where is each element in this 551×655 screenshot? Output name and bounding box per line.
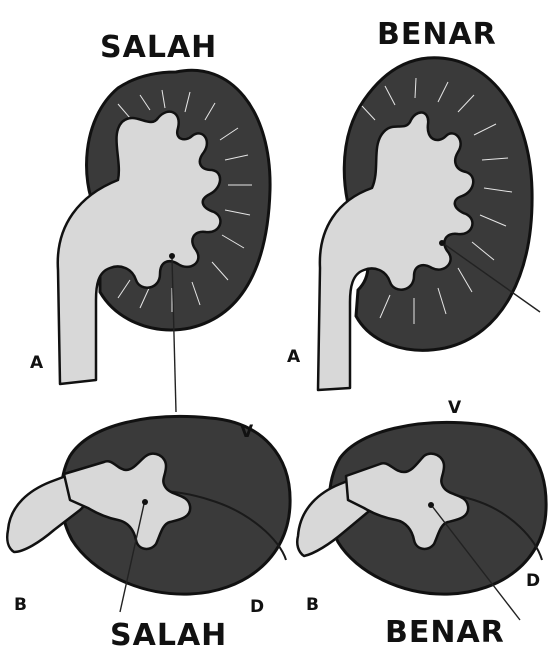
heading-top-left: SALAH [100,30,217,65]
kidney-top-left: SALAH A [30,30,270,412]
pointer-tip-bottom-left [142,499,148,505]
kidney-bottom-left: V B D SALAH [7,417,290,653]
label-v-bottom-left: V [240,422,254,442]
kidney-bottom-right: V B D BENAR [297,398,546,650]
heading-top-right: BENAR [377,17,497,52]
heading-bottom-left: SALAH [110,618,227,653]
label-d-bottom-left: D [250,597,264,617]
label-b-bottom-left: B [14,595,27,615]
label-b-bottom-right: B [306,595,319,615]
heading-bottom-right: BENAR [385,615,505,650]
pointer-tip-bottom-right [428,502,434,508]
kidney-top-right: BENAR A [287,17,540,390]
pointer-tip-top-left [169,253,175,259]
pointer-tip-top-right [439,240,445,246]
label-d-bottom-right: D [526,571,540,591]
label-v-bottom-right: V [448,398,462,418]
label-a-top-left: A [30,353,44,373]
label-a-top-right: A [287,347,301,367]
